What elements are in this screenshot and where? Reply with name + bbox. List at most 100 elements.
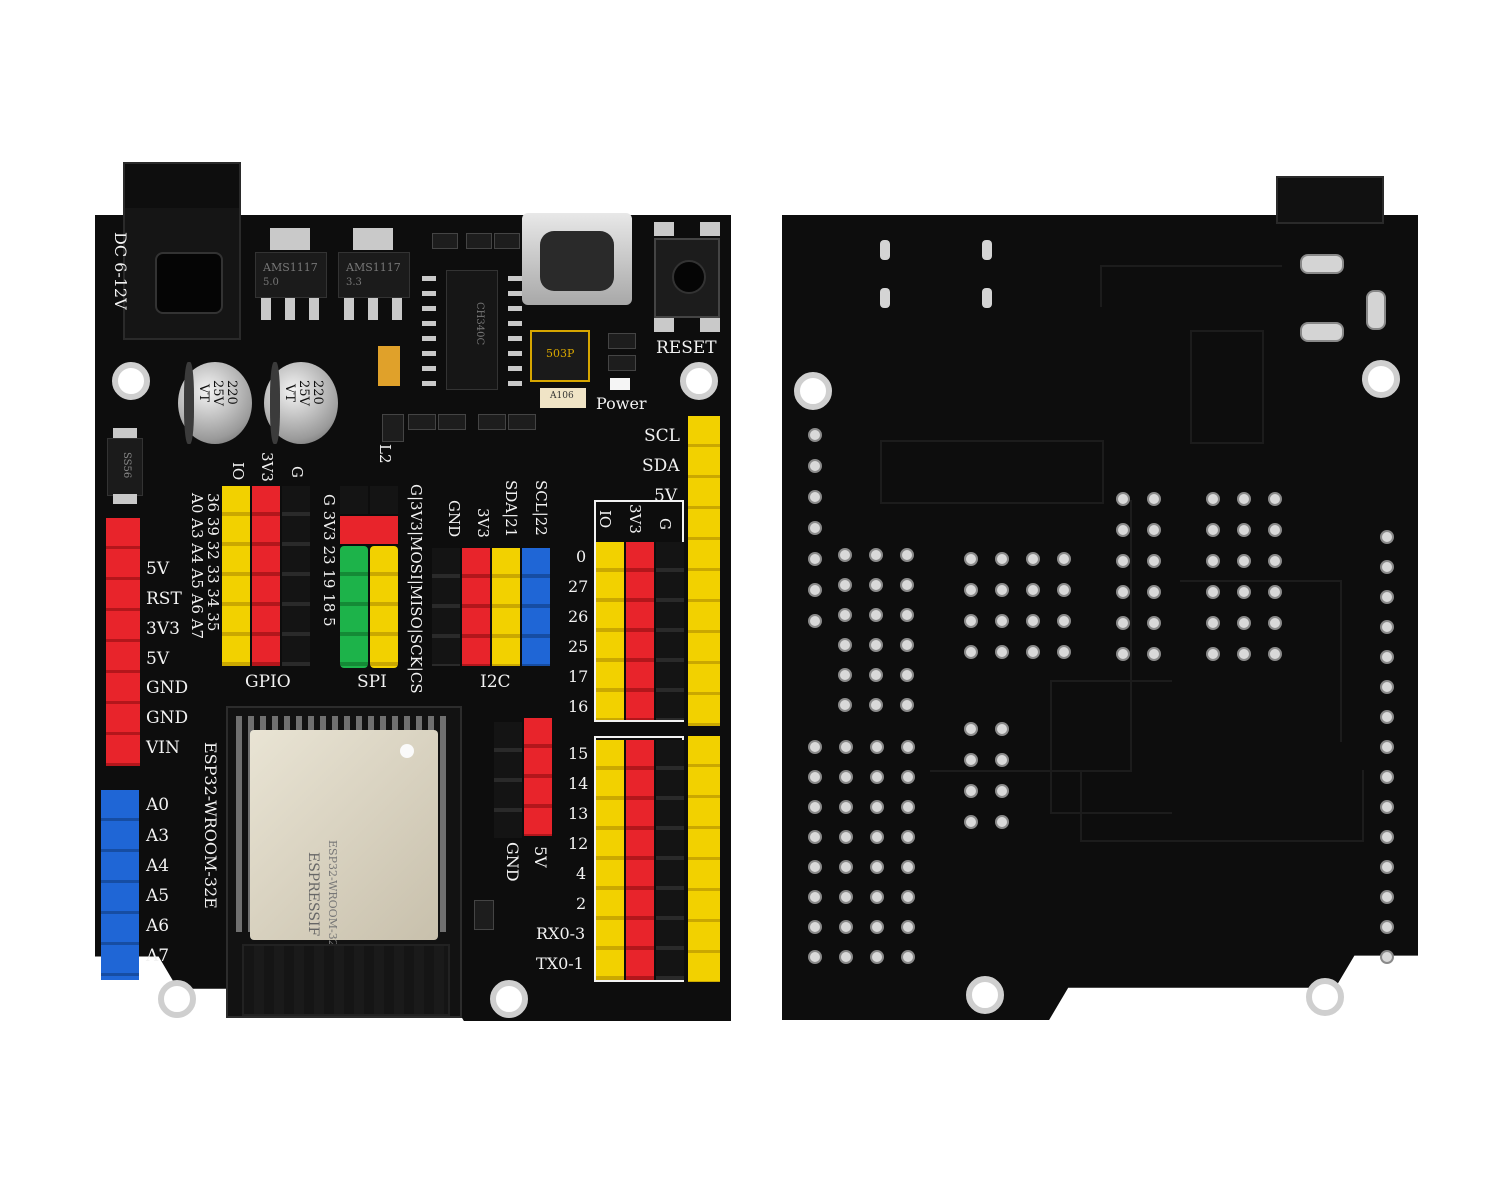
via (1380, 770, 1394, 784)
via (870, 920, 884, 934)
via (1380, 680, 1394, 694)
via (1380, 860, 1394, 874)
gpio-header-io (222, 486, 250, 666)
via (1057, 645, 1071, 659)
via (1116, 492, 1130, 506)
via (808, 583, 822, 597)
via (1206, 616, 1220, 630)
via (808, 950, 822, 964)
via (870, 890, 884, 904)
back-pad (982, 240, 992, 260)
small-cap (378, 346, 400, 386)
via (1206, 647, 1220, 661)
spi-header-mosi (340, 546, 368, 668)
inductor: 503P (530, 330, 590, 382)
via (901, 860, 915, 874)
via (900, 668, 914, 682)
via (995, 645, 1009, 659)
mount-hole (966, 976, 1004, 1014)
spi-label: SPI (357, 672, 387, 692)
power-header (106, 518, 140, 766)
via (1380, 800, 1394, 814)
via (900, 638, 914, 652)
via (839, 920, 853, 934)
usb-c-port (522, 213, 632, 305)
via (964, 645, 978, 659)
via (838, 578, 852, 592)
via (1026, 583, 1040, 597)
gnd-header (494, 722, 522, 838)
spi-header-labels: G|3V3|MOSI|MISO|SCK|CS (407, 484, 425, 694)
right-header-lower (688, 736, 720, 982)
io-header-yellow (596, 542, 624, 720)
mount-hole (112, 362, 150, 400)
esp32-module: ESPRESSIF ESP32-WROOM-32E (226, 706, 462, 1018)
back-jack-pad (1300, 322, 1344, 342)
spi-header-3v3 (340, 516, 398, 544)
via (839, 950, 853, 964)
via (900, 548, 914, 562)
via (808, 490, 822, 504)
regulator-5v-label: AMS1117 (263, 261, 318, 274)
module-shield: ESPRESSIF ESP32-WROOM-32E (250, 730, 438, 955)
via (1237, 585, 1251, 599)
via (869, 668, 883, 682)
mount-hole (158, 980, 196, 1018)
spi-pin-labels: G 3V3 23 19 18 5 (320, 494, 338, 627)
via (1237, 492, 1251, 506)
via (808, 428, 822, 442)
via (901, 920, 915, 934)
via (964, 614, 978, 628)
back-pad (982, 288, 992, 308)
via (1147, 492, 1161, 506)
via (869, 548, 883, 562)
via (808, 552, 822, 566)
via (1057, 583, 1071, 597)
via (869, 578, 883, 592)
via (870, 800, 884, 814)
via (869, 608, 883, 622)
via (1380, 530, 1394, 544)
via (870, 950, 884, 964)
gpio-label: GPIO (245, 672, 291, 692)
via (838, 638, 852, 652)
i2c-header-3v3 (462, 548, 490, 666)
module-label: ESP32-WROOM-32E (201, 742, 220, 909)
via (1380, 920, 1394, 934)
via (1380, 890, 1394, 904)
capacitor-2: 220 25V VT (264, 362, 338, 444)
spi-header-g2 (370, 486, 398, 514)
via (995, 614, 1009, 628)
via (1380, 650, 1394, 664)
via (1206, 492, 1220, 506)
via (838, 698, 852, 712)
via (1268, 585, 1282, 599)
via (1237, 523, 1251, 537)
io-header-black (656, 542, 684, 720)
via (838, 548, 852, 562)
via (1026, 614, 1040, 628)
via (901, 890, 915, 904)
module-model: ESP32-WROOM-32E (326, 840, 339, 955)
via (1237, 554, 1251, 568)
via (1380, 710, 1394, 724)
regulator-5v: AMS1117 5.0 (255, 228, 327, 320)
via (1116, 554, 1130, 568)
gpio-header-g (282, 486, 310, 666)
via (808, 770, 822, 784)
module-antenna (242, 944, 450, 1016)
via (839, 770, 853, 784)
gpio-pin-row-1: 36 39 32 33 34 35 (204, 493, 222, 632)
reset-label: RESET (656, 338, 717, 358)
via (901, 830, 915, 844)
reset-button[interactable] (650, 222, 724, 332)
via (1116, 523, 1130, 537)
via (900, 698, 914, 712)
via (1147, 647, 1161, 661)
via (869, 698, 883, 712)
mount-hole (680, 362, 718, 400)
mount-hole (1362, 360, 1400, 398)
io-lower-black (656, 740, 684, 980)
via (838, 608, 852, 622)
via (1116, 647, 1130, 661)
